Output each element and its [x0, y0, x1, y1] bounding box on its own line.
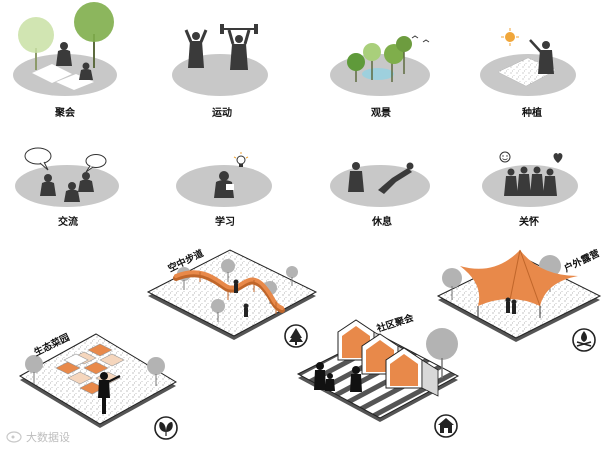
speech-bubble-icon	[24, 147, 52, 171]
scene-community: 社区聚会	[296, 312, 460, 438]
farmer-icon	[529, 39, 554, 74]
activity-label: 交流	[58, 215, 78, 228]
tree-icon	[211, 299, 225, 322]
campfire-badge	[572, 328, 596, 352]
activity-gathering: 聚会	[13, 2, 117, 119]
tree-icon	[221, 259, 235, 282]
activity-label: 休息	[371, 215, 392, 228]
activity-label: 学习	[215, 215, 235, 228]
planter-boxes	[55, 343, 125, 395]
activity-label: 运动	[212, 106, 232, 119]
tree-icon	[426, 328, 458, 378]
scene-camp: 户外露营	[436, 247, 602, 352]
reclining-person-icon	[378, 162, 414, 194]
tree-icon	[347, 53, 365, 82]
scene-garden: 生态菜园	[18, 331, 178, 440]
person-icon	[184, 29, 208, 68]
person-icon	[233, 279, 239, 293]
weightlifter-icon	[220, 24, 258, 70]
person-icon	[517, 166, 531, 196]
watermark-text: 大数据设	[26, 430, 70, 444]
scene-label: 户外露营	[561, 247, 602, 275]
skywalk-path	[173, 270, 285, 314]
scene-skywalk: 空中步道	[146, 247, 318, 348]
farmer-icon	[98, 372, 121, 414]
activity-label: 种植	[521, 106, 542, 119]
person-icon	[504, 168, 518, 196]
tree-icon	[25, 355, 43, 384]
pavilion-group	[337, 319, 439, 397]
activity-sightseeing: 观景	[330, 35, 430, 119]
activity-label: 观景	[371, 107, 391, 119]
person-icon	[350, 366, 362, 392]
weibo-icon	[6, 431, 22, 443]
heart-icon	[553, 153, 563, 163]
leaves-badge	[154, 416, 178, 440]
tree-icon	[74, 2, 114, 68]
scene-label: 社区聚会	[374, 312, 415, 336]
person-icon	[78, 172, 94, 192]
house-icon	[438, 418, 454, 433]
person-icon	[348, 162, 364, 192]
lightbulb-icon	[233, 152, 249, 167]
person-icon	[530, 166, 544, 196]
leaves-icon	[159, 422, 173, 436]
speech-bubble-icon	[85, 154, 107, 173]
tree-icon	[363, 43, 381, 80]
person-icon	[79, 62, 93, 80]
person-icon	[511, 299, 517, 314]
person-icon	[505, 297, 511, 313]
tree-icon	[442, 268, 462, 300]
activity-label: 关怀	[519, 215, 539, 228]
tree-icon	[289, 328, 303, 345]
activity-planting: 种植	[480, 28, 576, 119]
tent-canopy	[460, 249, 578, 318]
smiley-icon	[499, 151, 511, 163]
activity-exercise: 运动	[172, 24, 268, 119]
sun-icon	[501, 28, 519, 46]
tree-icon	[18, 17, 54, 70]
activity-conversation: 交流	[15, 147, 119, 228]
reader-icon	[214, 171, 234, 198]
tree-icon	[286, 266, 298, 286]
tree-badge	[284, 324, 308, 348]
campfire-icon	[576, 331, 592, 347]
activity-learning: 学习	[176, 152, 272, 228]
person-icon	[56, 42, 72, 66]
person-icon	[243, 303, 249, 317]
house-badge	[434, 414, 458, 438]
watermark: 大数据设	[6, 430, 70, 444]
person-icon	[40, 174, 56, 196]
person-icon	[314, 362, 326, 390]
pavilion	[385, 347, 439, 397]
person-icon	[543, 168, 557, 196]
activity-care: 关怀	[482, 151, 578, 228]
tree-icon	[147, 357, 165, 386]
child-icon	[325, 373, 335, 391]
activity-rest: 休息	[330, 162, 430, 228]
tree-icon	[396, 36, 412, 74]
activity-label: 聚会	[54, 106, 75, 119]
person-icon	[64, 182, 80, 202]
